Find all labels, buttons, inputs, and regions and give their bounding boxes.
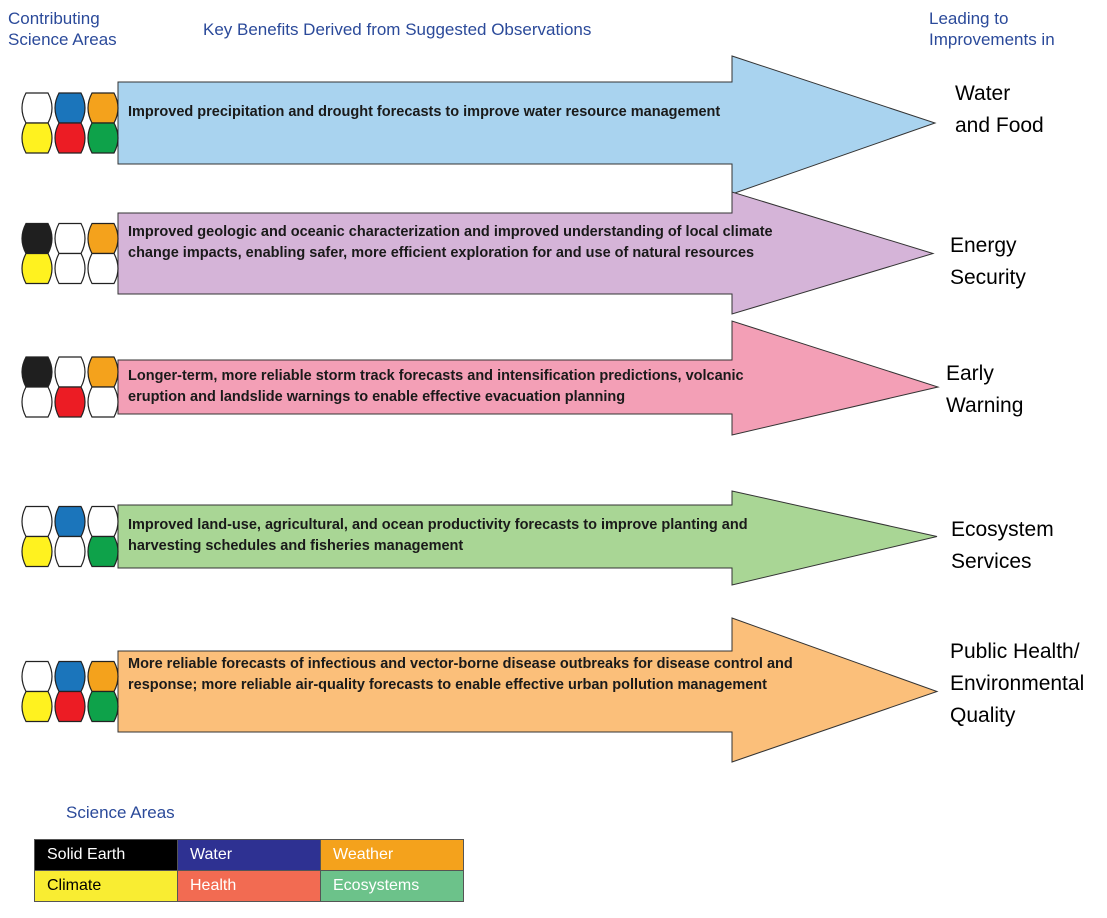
benefit-text: Improved geologic and oceanic characteri… [128,224,773,261]
science-area-segment-bottom-middle [54,252,86,285]
science-area-segment-top-left [21,505,53,538]
science-area-segment-top-right [87,92,119,124]
science-area-segment-bottom-right [87,122,119,154]
benefit-text: Improved land-use, agricultural, and oce… [128,517,748,554]
science-area-segment-top-middle [54,660,86,693]
science-area-segment-bottom-right [87,386,119,418]
header-key-benefits: Key Benefits Derived from Suggested Obse… [203,20,592,39]
header-leading-to-improvements: Leading to Improvements in [929,9,1055,49]
science-area-segment-bottom-left [21,122,53,154]
benefit-text: Longer-term, more reliable storm track f… [128,368,744,405]
science-area-segment-bottom-left [21,252,53,285]
outcome-label: Ecosystem Services [951,518,1054,573]
science-area-segment-top-left [21,660,53,693]
benefit-arrow [117,320,940,436]
science-area-segment-bottom-right [87,690,119,723]
legend-cell-ecosystems: Ecosystems [320,870,464,902]
science-area-segment-bottom-right [87,535,119,568]
science-area-segment-bottom-middle [54,122,86,154]
legend-cell-weather: Weather [320,839,464,871]
benefits-diagram [21,55,940,763]
science-area-segment-top-left [21,356,53,388]
benefit-arrow [117,490,938,586]
header-contributing-science-areas: Contributing Science Areas [8,9,117,49]
science-area-segment-top-middle [54,505,86,538]
science-area-segment-top-middle [54,92,86,124]
benefit-arrow [117,55,937,195]
science-area-segment-top-left [21,92,53,124]
legend-cell-water: Water [177,839,321,871]
science-area-segment-bottom-middle [54,386,86,418]
outcome-label: Public Health/ Environmental Quality [950,640,1085,727]
benefit-arrow [117,191,935,315]
legend-title: Science Areas [66,803,175,822]
science-area-segment-bottom-right [87,252,119,285]
legend-cell-climate: Climate [34,870,178,902]
science-area-segment-top-middle [54,356,86,388]
outcome-label: Water and Food [955,82,1044,137]
legend-cell-solid-earth: Solid Earth [34,839,178,871]
science-area-segment-bottom-left [21,535,53,568]
science-area-segment-top-right [87,505,119,538]
benefit-text: More reliable forecasts of infectious an… [128,656,793,693]
science-area-segment-bottom-left [21,386,53,418]
science-area-segment-top-middle [54,222,86,255]
outcome-label: Early Warning [946,362,1024,417]
benefit-arrow [117,617,939,763]
legend-cell-health: Health [177,870,321,902]
outcome-label: Energy Security [950,234,1026,289]
science-area-segment-bottom-middle [54,690,86,723]
benefit-text: Improved precipitation and drought forec… [128,104,721,120]
science-area-segment-top-right [87,222,119,255]
science-area-segment-top-right [87,356,119,388]
science-area-segment-bottom-middle [54,535,86,568]
science-area-segment-top-right [87,660,119,693]
science-area-segment-top-left [21,222,53,255]
science-area-segment-bottom-left [21,690,53,723]
science-areas-legend: Solid Earth Water Weather Climate Health… [34,839,464,902]
